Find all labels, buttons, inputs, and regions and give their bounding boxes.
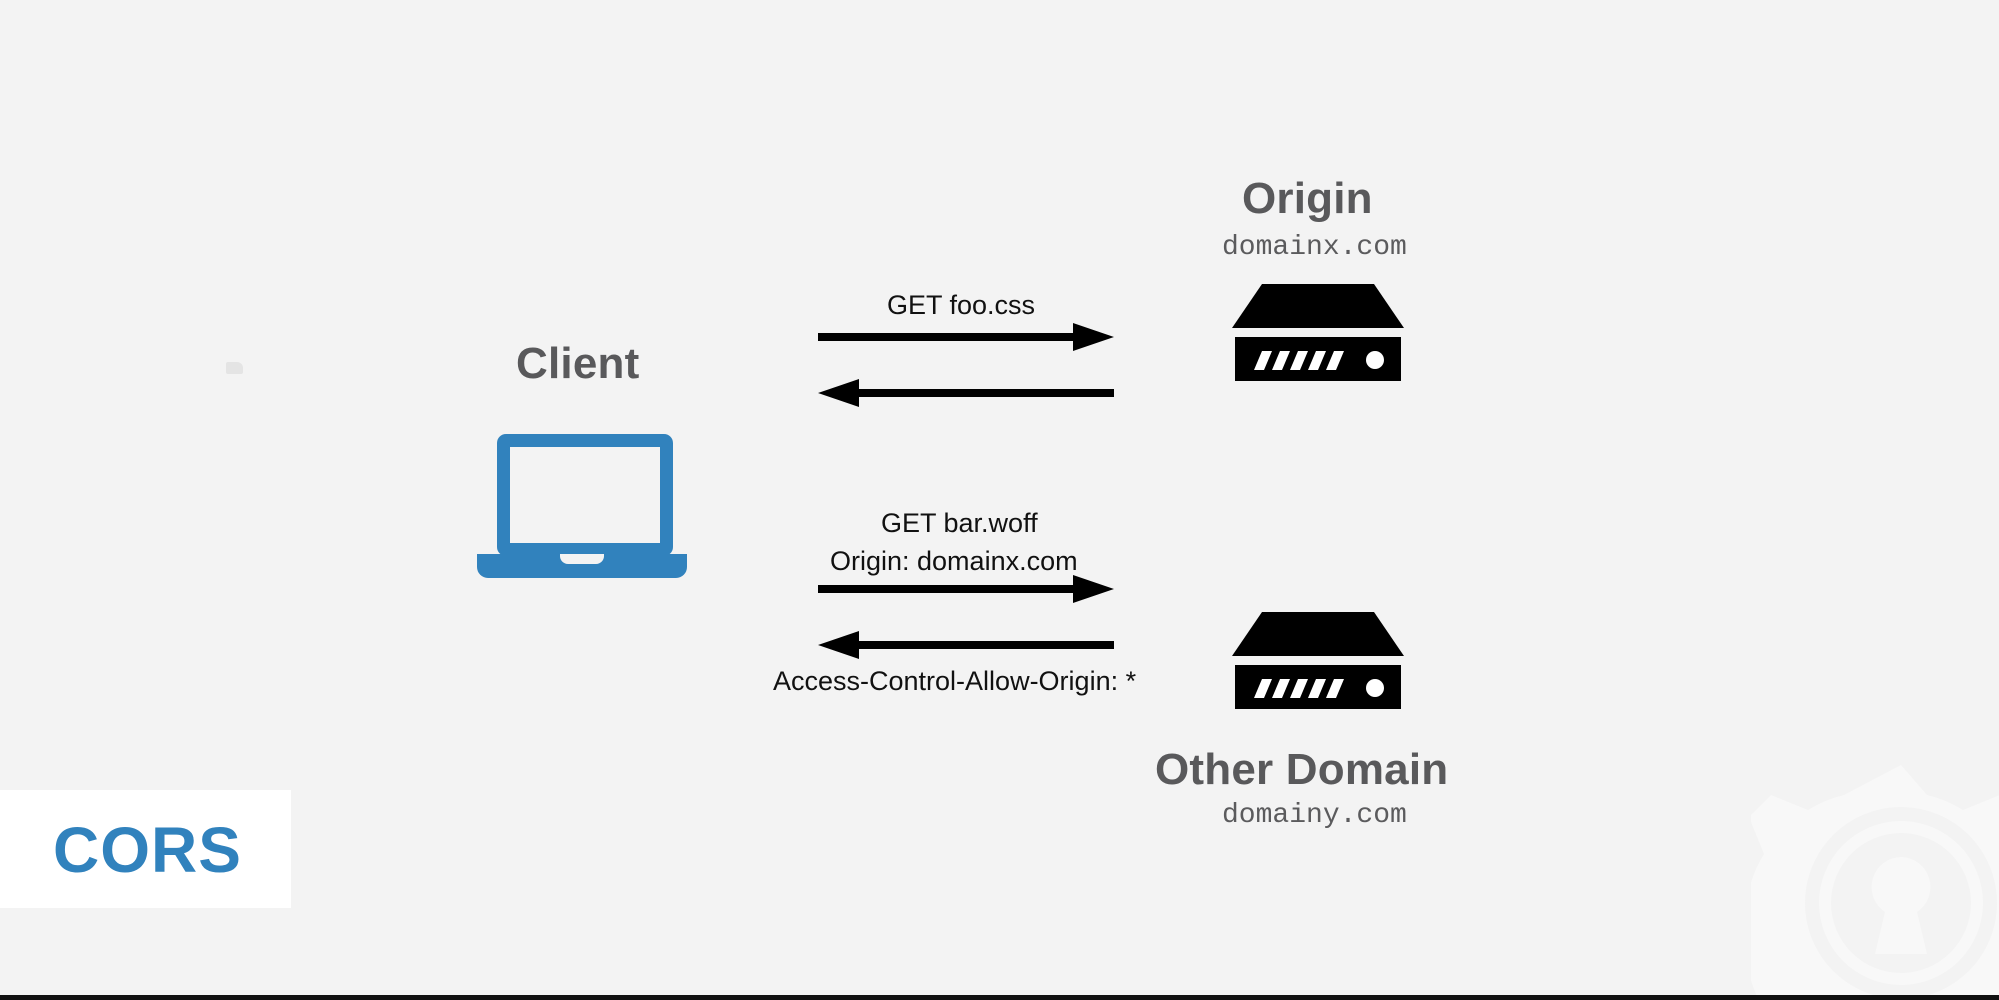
origin-server-domain: domainx.com: [1222, 232, 1407, 263]
message-label-get-bar: GET bar.woff: [881, 508, 1038, 538]
server-icon: [1232, 612, 1404, 709]
server-icon: [1232, 284, 1404, 381]
client-title: Client: [516, 339, 640, 388]
other-domain-domain: domainy.com: [1222, 800, 1407, 831]
cors-badge: CORS: [0, 790, 291, 908]
message-label-get-foo: GET foo.css: [887, 290, 1036, 320]
gear-keyhole-icon: [1719, 753, 1999, 995]
message-label-access-control-allow-origin: Access-Control-Allow-Origin: *: [773, 666, 1137, 696]
laptop-notch: [560, 554, 604, 564]
message-label-origin-header: Origin: domainx.com: [830, 546, 1078, 576]
laptop-screen: [497, 434, 673, 556]
arrow-right-get-bar: [818, 572, 1114, 606]
arrow-right-get-foo: [818, 320, 1114, 354]
cors-badge-label: CORS: [53, 814, 242, 886]
stray-mark: [226, 362, 243, 374]
origin-server-title: Origin: [1242, 174, 1373, 223]
arrow-left-foo-response: [812, 376, 1114, 410]
arrow-left-bar-response: [812, 628, 1114, 662]
other-domain-title: Other Domain: [1155, 745, 1449, 794]
